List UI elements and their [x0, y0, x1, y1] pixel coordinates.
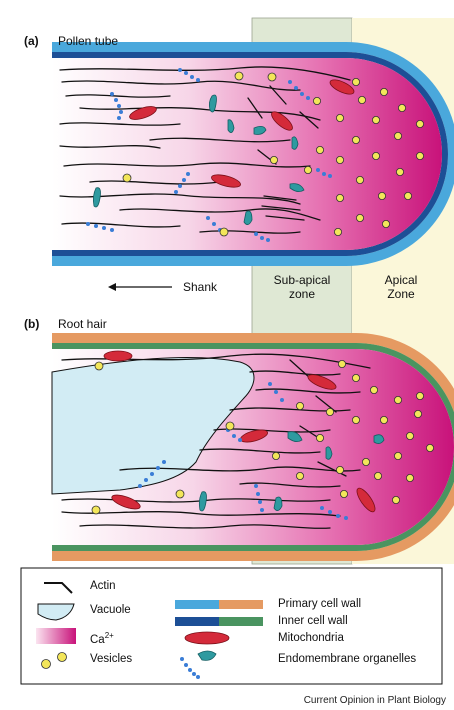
pollen-tube: [52, 42, 454, 266]
primary-wall-legend-symbol: [175, 600, 263, 609]
legend-primary-wall-label: Primary cell wall: [278, 598, 361, 611]
credit-line: Current Opinion in Plant Biology: [304, 695, 446, 706]
apical-zone-label: Apical Zone: [356, 273, 446, 301]
shank-arrow: [108, 283, 172, 291]
panel-b-letter: (b): [24, 317, 39, 331]
legend-calcium-label: Ca2+: [90, 629, 114, 647]
legend-endomembrane-label: Endomembrane organelles: [278, 653, 416, 666]
shank-label: Shank: [183, 280, 217, 294]
root-hair: [52, 333, 454, 561]
legend-mitochondria-label: Mitochondria: [278, 632, 344, 645]
legend-actin-label: Actin: [90, 580, 116, 593]
panel-a-title: Pollen tube: [58, 34, 118, 48]
calcium-legend-symbol: [36, 628, 76, 644]
legend-vesicles-label: Vesicles: [90, 653, 132, 666]
panel-b-title: Root hair: [58, 317, 107, 331]
panel-a-letter: (a): [24, 34, 39, 48]
legend-box: [21, 568, 442, 684]
legend-vacuole-label: Vacuole: [90, 604, 131, 617]
legend-inner-wall-label: Inner cell wall: [278, 615, 348, 628]
inner-wall-legend-symbol: [175, 617, 263, 626]
mitochondria-legend-symbol: [185, 632, 229, 644]
subapical-zone-label: Sub-apical zone: [256, 273, 348, 301]
